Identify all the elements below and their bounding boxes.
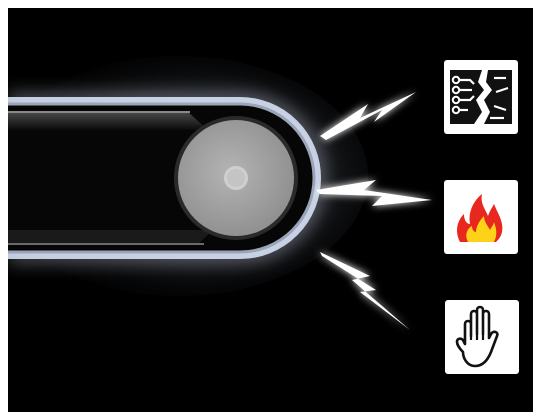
hand-injury-icon [447, 302, 517, 372]
static-discharge-scene [8, 56, 432, 330]
spark-upper [320, 92, 416, 140]
fire-icon-box [444, 180, 518, 254]
fire-icon [446, 182, 516, 252]
circuit-damage-icon-box [444, 60, 518, 134]
illustration-frame [8, 8, 533, 412]
belt-outer-edge [8, 102, 316, 254]
spark-lower [320, 252, 410, 330]
roller-hub-center [227, 169, 245, 187]
conveyor-belt [8, 97, 321, 259]
spark-middle [316, 180, 432, 206]
circuit-damage-icon [446, 62, 516, 132]
hand-injury-icon-box [445, 300, 519, 374]
belt-upper-band [8, 112, 208, 130]
belt-lower-band [8, 230, 213, 244]
